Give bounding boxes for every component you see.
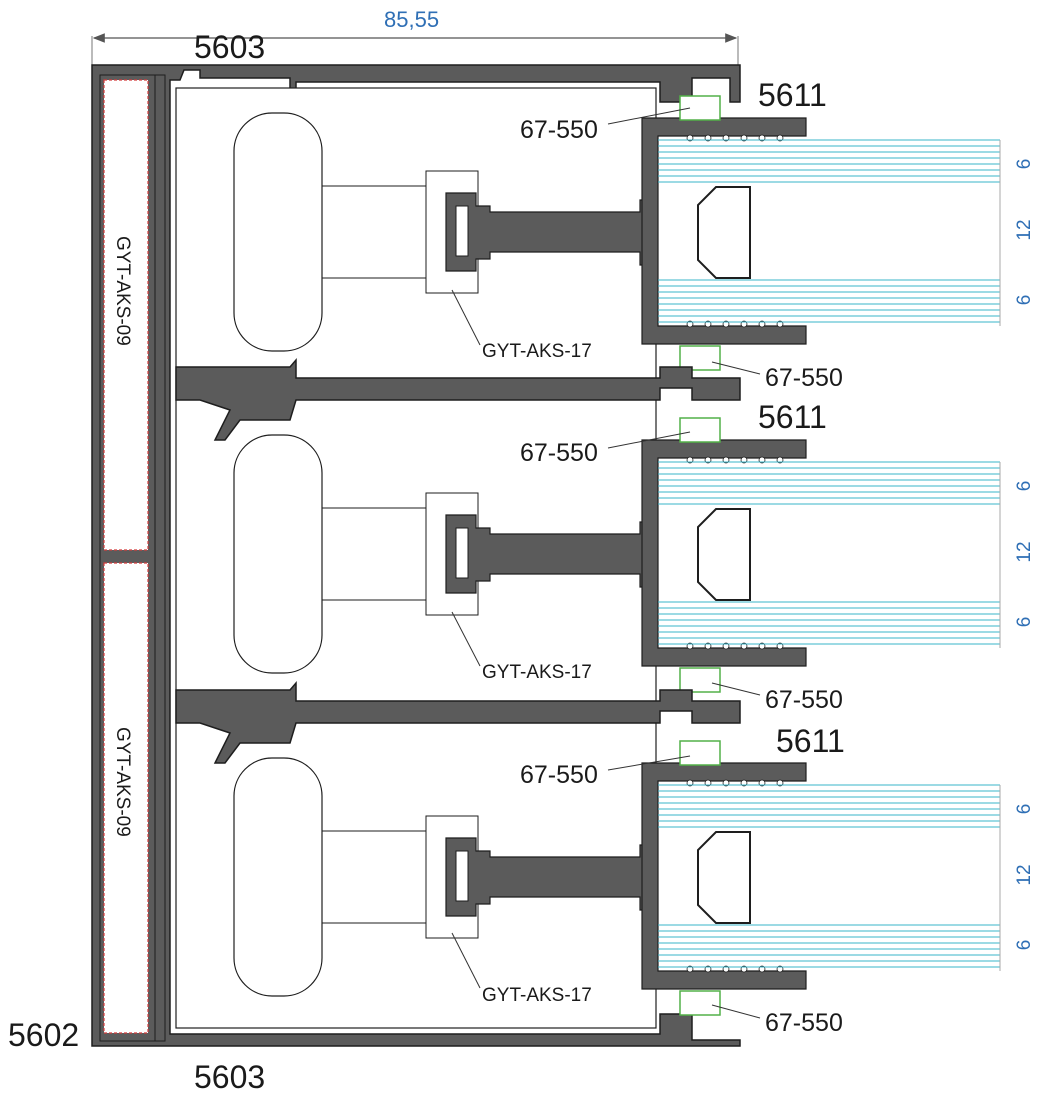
glass-layer-dimension: 6 <box>1014 804 1035 815</box>
label-glazing-bead-3: 5611 <box>776 723 845 759</box>
glass-panes <box>658 139 1000 323</box>
label-gasket-4: 67-550 <box>765 686 843 714</box>
gasket-top <box>679 95 721 121</box>
glass-layer-dimension: 6 <box>1014 295 1035 306</box>
thermal-insert-top <box>103 79 149 551</box>
glazing-module: 6 12 6 <box>233 95 1035 371</box>
label-spacer-2: GYT-AKS-17 <box>482 662 592 683</box>
thermal-chamber <box>233 757 323 997</box>
label-thermal-insert-2: GYT-AKS-09 <box>112 727 133 837</box>
overall-dimension: 85,55 <box>91 7 739 66</box>
glass-layer-dimension: 12 <box>1014 219 1035 240</box>
glazing-module: 6 12 6 <box>233 740 1035 1016</box>
glass-layer-dimension: 6 <box>1014 481 1035 492</box>
glazing-bead <box>641 117 807 345</box>
label-spacer-3: GYT-AKS-17 <box>482 985 592 1006</box>
glass-panes <box>658 784 1000 968</box>
label-profile-bottom: 5603 <box>194 1059 265 1095</box>
glass-layer-dimension: 6 <box>1014 617 1035 628</box>
glazing-bead <box>641 762 807 990</box>
labels: 5603 5603 5602 5611 5611 5611 67-550 67-… <box>8 29 845 1095</box>
label-gasket-3: 67-550 <box>520 439 598 467</box>
label-profile-frame: 5602 <box>8 1017 79 1053</box>
gasket-top <box>679 740 721 766</box>
igu-spacer <box>697 508 751 601</box>
glazing-modules: 6 12 6 6 12 6 6 12 6 <box>233 95 1035 1016</box>
label-profile-top: 5603 <box>194 29 265 65</box>
mullion-separators <box>175 357 741 764</box>
label-glazing-bead-1: 5611 <box>758 77 827 113</box>
overall-dimension-text: 85,55 <box>384 7 439 32</box>
glazing-bead <box>641 439 807 667</box>
label-glazing-bead-2: 5611 <box>758 399 827 435</box>
glass-panes <box>658 461 1000 645</box>
gasket-bottom <box>679 345 721 371</box>
glass-layer-dimension: 12 <box>1014 864 1035 885</box>
label-thermal-insert-1: GYT-AKS-09 <box>112 236 133 346</box>
glazing-module: 6 12 6 <box>233 417 1035 693</box>
igu-spacer <box>697 186 751 279</box>
label-gasket-1: 67-550 <box>520 116 598 144</box>
gasket-top <box>679 417 721 443</box>
label-gasket-5: 67-550 <box>520 761 598 789</box>
glass-layer-dimension: 6 <box>1014 159 1035 170</box>
glass-layer-dimension: 6 <box>1014 940 1035 951</box>
thermal-chamber <box>233 434 323 674</box>
gasket-bottom <box>679 990 721 1016</box>
label-gasket-6: 67-550 <box>765 1009 843 1037</box>
leader-lines <box>451 107 761 1019</box>
gasket-bottom <box>679 667 721 693</box>
igu-spacer <box>697 831 751 924</box>
thermal-chamber <box>233 112 323 352</box>
glass-layer-dimension: 12 <box>1014 541 1035 562</box>
label-spacer-1: GYT-AKS-17 <box>482 341 592 362</box>
label-gasket-2: 67-550 <box>765 364 843 392</box>
thermal-insert-bottom <box>103 562 149 1034</box>
